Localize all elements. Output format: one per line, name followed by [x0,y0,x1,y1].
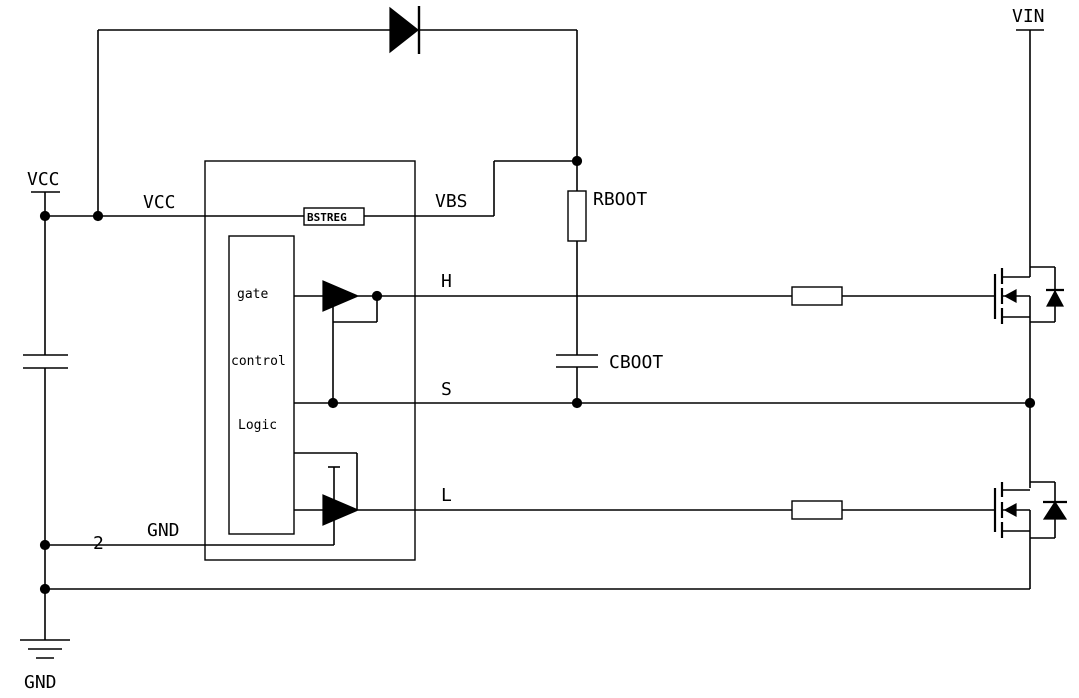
s-node-label: S [441,379,452,400]
ground-symbol [20,639,70,659]
ground-label: GND [24,672,57,693]
bstreg-label: BSTREG [307,211,347,224]
logic-line-gate: gate [237,287,268,302]
high-side-mosfet [993,266,1064,403]
low-side-gate-resistor [791,500,843,520]
junction-dots [39,155,1036,595]
driver-ic-outline [204,160,416,561]
gate-control-logic-block [228,235,295,535]
vcc-net [45,29,578,217]
l-output-label: L [441,485,452,506]
vbs-net [364,160,578,217]
boot-branch [556,241,598,403]
gnd-pin-label: GND [147,520,180,541]
ground-return-net [45,538,1031,590]
vin-label: VIN [1012,6,1045,27]
h-output-label: H [441,271,452,292]
low-side-driver-buffer [294,452,360,545]
vcc-decoupling-capacitor [23,354,68,369]
vcc-pin-label: VCC [143,192,176,213]
logic-line-logic: Logic [238,418,277,433]
rboot-resistor [567,190,587,242]
rboot-label: RBOOT [593,189,647,210]
bstreg-block [303,207,365,226]
cboot-label: CBOOT [609,352,663,373]
low-side-mosfet [993,403,1068,539]
high-side-gate-resistor [791,286,843,306]
vin-net [1016,29,1044,277]
logic-line-control: control [231,354,286,369]
vcc-rail-label: VCC [27,169,60,190]
gnd-pin-number: 2 [93,533,104,554]
bootstrap-diode [389,6,421,54]
high-side-driver-buffer [294,280,378,403]
vbs-pin-label: VBS [435,191,468,212]
vcc-rail [31,191,60,640]
